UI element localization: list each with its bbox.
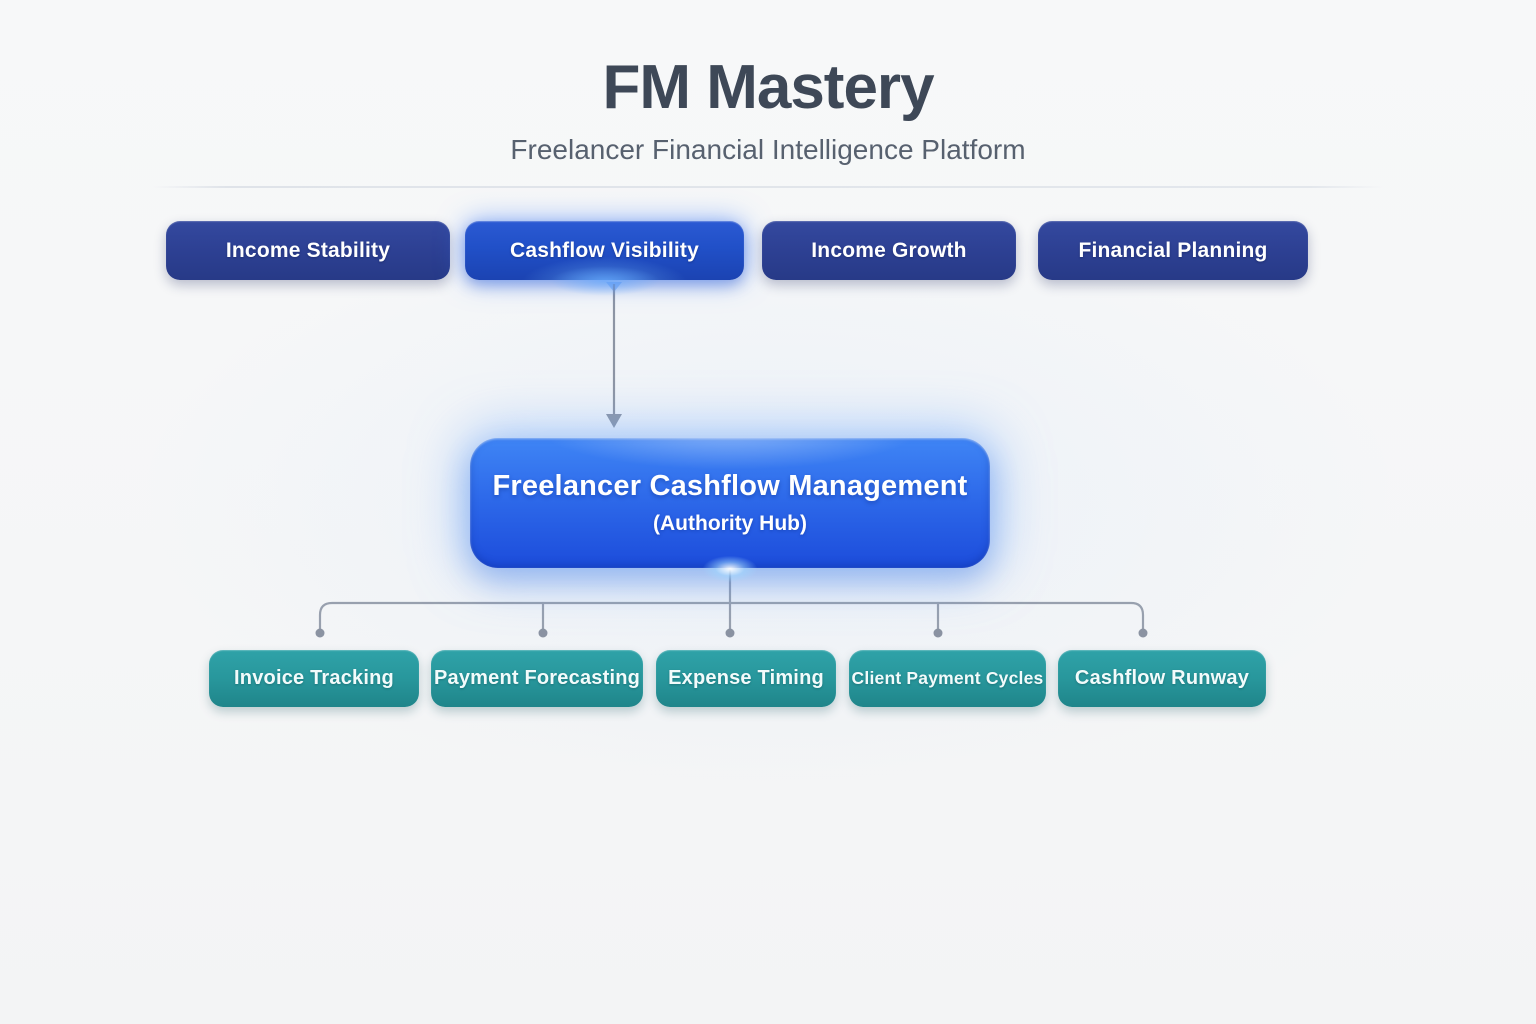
pillar-cashflow-visibility: Cashflow Visibility — [465, 221, 744, 280]
pillar-income-stability: Income Stability — [166, 221, 450, 280]
pillar-financial-planning: Financial Planning — [1038, 221, 1308, 280]
leaf-invoice-tracking: Invoice Tracking — [209, 650, 419, 707]
pillar-label: Income Growth — [811, 238, 967, 262]
leaf-cashflow-runway: Cashflow Runway — [1058, 650, 1266, 707]
page-title: FM Mastery — [602, 53, 934, 122]
leaf-expense-timing: Expense Timing — [656, 650, 836, 707]
leaf-label: Payment Forecasting — [433, 667, 641, 689]
pillar-income-growth: Income Growth — [762, 221, 1016, 280]
leaf-label: Invoice Tracking — [234, 667, 394, 689]
leaf-client-payment-cycles: Client Payment Cycles — [849, 650, 1046, 707]
pillar-label: Cashflow Visibility — [510, 238, 699, 262]
pillar-label: Income Stability — [225, 238, 391, 262]
tree-end-dots — [315, 628, 1148, 638]
leaf-payment-forecasting: Payment Forecasting — [431, 650, 643, 707]
header-divider — [152, 186, 1384, 188]
hub-title: Freelancer Cashflow Management — [492, 470, 968, 502]
pillar-to-hub-arrow — [606, 282, 622, 428]
leaf-label: Expense Timing — [668, 667, 824, 689]
hub-to-leaves-tree — [318, 568, 1145, 631]
leaf-label: Cashflow Runway — [1074, 667, 1250, 689]
hub-subtitle: (Authority Hub) — [653, 512, 807, 535]
authority-hub-node: Freelancer Cashflow Management (Authorit… — [470, 438, 990, 568]
page-subtitle: Freelancer Financial Intelligence Platfo… — [510, 134, 1026, 165]
pillar-label: Financial Planning — [1078, 238, 1268, 262]
leaf-label: Client Payment Cycles — [851, 668, 1044, 688]
